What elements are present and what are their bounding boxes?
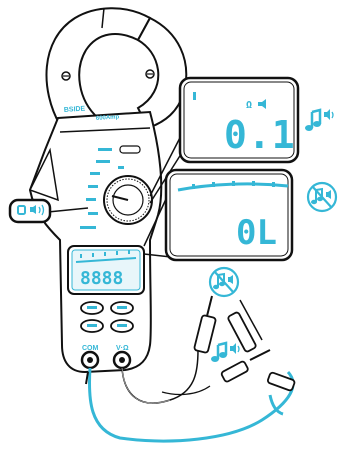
continuity-beep-icon-lower	[211, 341, 240, 362]
model-text: 600Amp	[96, 114, 120, 122]
continuity-disabled-icon-middle	[208, 266, 240, 298]
brand-text: BSIDE	[64, 105, 86, 113]
test-probe-lower[interactable]	[220, 349, 296, 416]
callout-bottom: 0L	[164, 168, 294, 262]
test-probe-upper[interactable]	[193, 295, 263, 354]
main-display: 8888	[67, 245, 145, 295]
main-display-reading: 8888	[80, 268, 123, 289]
callout-bottom-bargraph	[177, 181, 289, 192]
body-labels	[80, 145, 141, 229]
com-port-label: COM	[82, 345, 99, 352]
test-leads	[85, 295, 296, 443]
callout-bottom-reading: 0L	[236, 213, 277, 253]
clamp-jaws	[45, 7, 188, 130]
continuity-disabled-icon-right	[306, 181, 338, 213]
callout-top-ohm-symbol: Ω	[246, 100, 252, 111]
ohm-continuity-badge-icon	[8, 198, 52, 224]
continuity-beep-icon-top	[305, 108, 334, 131]
rotary-dial[interactable]	[103, 175, 153, 225]
com-lead-wire	[87, 367, 295, 443]
main-display-bargraph	[75, 250, 137, 263]
callout-top: Ω 0.1	[178, 76, 300, 164]
callout-top-reading: 0.1	[224, 113, 296, 157]
button-panel	[80, 301, 134, 333]
volt-port-label: V·Ω	[116, 345, 129, 352]
